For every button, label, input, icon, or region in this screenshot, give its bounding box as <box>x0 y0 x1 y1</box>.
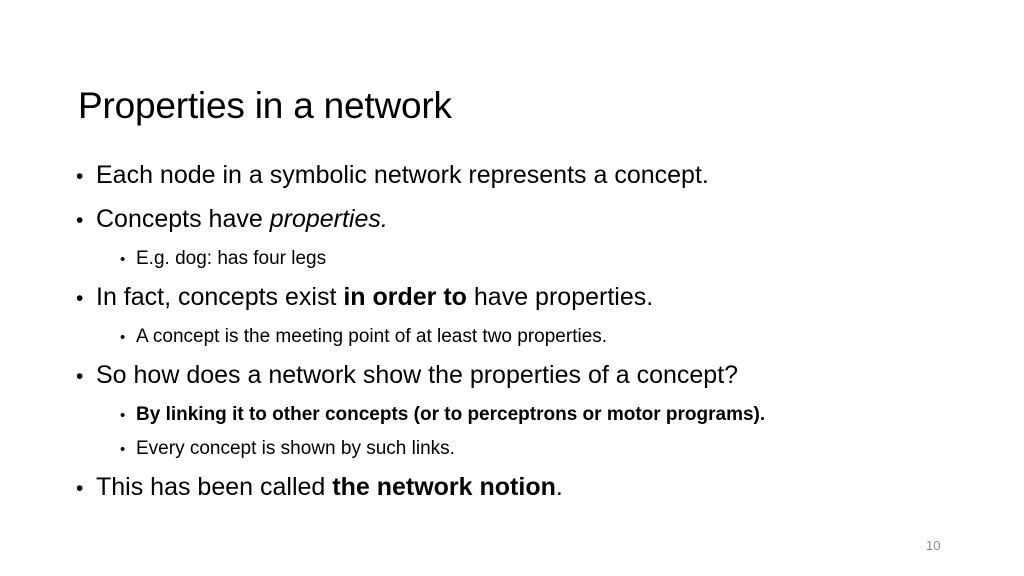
bullet-text-run: In fact, concepts exist <box>96 283 344 311</box>
bullet-text-run: properties. <box>269 205 388 233</box>
bullet-text: This has been called the network notion. <box>96 466 1024 509</box>
bullet-text-run: have properties. <box>466 283 654 311</box>
bullet-text-run: Each node in a symbolic network represen… <box>96 161 709 189</box>
bullet-text: A concept is the meeting point of at lea… <box>136 320 1024 353</box>
bullet-text: Each node in a symbolic network represen… <box>96 154 1024 197</box>
bullet-item-level-2: • E.g. dog: has four legs <box>0 242 1024 276</box>
bullet-text-run: . <box>555 473 563 501</box>
bullet-marker-icon: • <box>76 165 84 188</box>
bullet-text-run: Every concept is shown by such links. <box>136 438 455 459</box>
bullet-item-level-1: • In fact, concepts exist in order to hav… <box>0 276 1024 320</box>
page-title: Properties in a network <box>78 84 452 126</box>
bullet-text-run: Concepts have <box>96 205 270 233</box>
bullet-item-level-2: • By linking it to other concepts (or to … <box>0 398 1024 432</box>
bullet-text: E.g. dog: has four legs <box>136 242 1024 275</box>
bullet-text-run: the network notion <box>332 473 556 501</box>
slide-body-bullet-list: • Each node in a symbolic network represe… <box>0 154 1024 510</box>
bullet-marker-icon: • <box>76 477 84 500</box>
bullet-item-level-1: • Concepts have properties. <box>0 198 1024 242</box>
bullet-marker-icon: • <box>76 287 84 310</box>
bullet-text: So how does a network show the propertie… <box>96 354 1024 397</box>
bullet-text-run: By linking it to other concepts (or to p… <box>136 404 766 425</box>
bullet-text-run: E.g. dog: has four legs <box>136 248 327 269</box>
bullet-marker-icon: • <box>120 251 126 268</box>
bullet-marker-icon: • <box>76 365 84 388</box>
bullet-marker-icon: • <box>76 209 84 232</box>
bullet-text-run: A concept is the meeting point of at lea… <box>136 326 608 347</box>
bullet-text-run: So how does a network show the propertie… <box>96 361 739 389</box>
bullet-item-level-1: • This has been called the network notion… <box>0 466 1024 510</box>
bullet-text-run: This has been called <box>96 473 333 501</box>
bullet-marker-icon: • <box>120 329 126 346</box>
bullet-text: By linking it to other concepts (or to p… <box>136 398 1024 431</box>
bullet-text: In fact, concepts exist in order to have… <box>96 276 1024 319</box>
bullet-text: Every concept is shown by such links. <box>136 432 1024 465</box>
bullet-item-level-1: • So how does a network show the properti… <box>0 354 1024 398</box>
slide-number: 10 <box>926 538 941 553</box>
bullet-item-level-1: • Each node in a symbolic network represe… <box>0 154 1024 198</box>
bullet-marker-icon: • <box>120 407 126 424</box>
bullet-text: Concepts have properties. <box>96 198 1024 241</box>
bullet-item-level-2: • A concept is the meeting point of at le… <box>0 320 1024 354</box>
bullet-item-level-2: • Every concept is shown by such links. <box>0 432 1024 466</box>
bullet-text-run: in order to <box>343 283 467 311</box>
bullet-marker-icon: • <box>120 441 126 458</box>
